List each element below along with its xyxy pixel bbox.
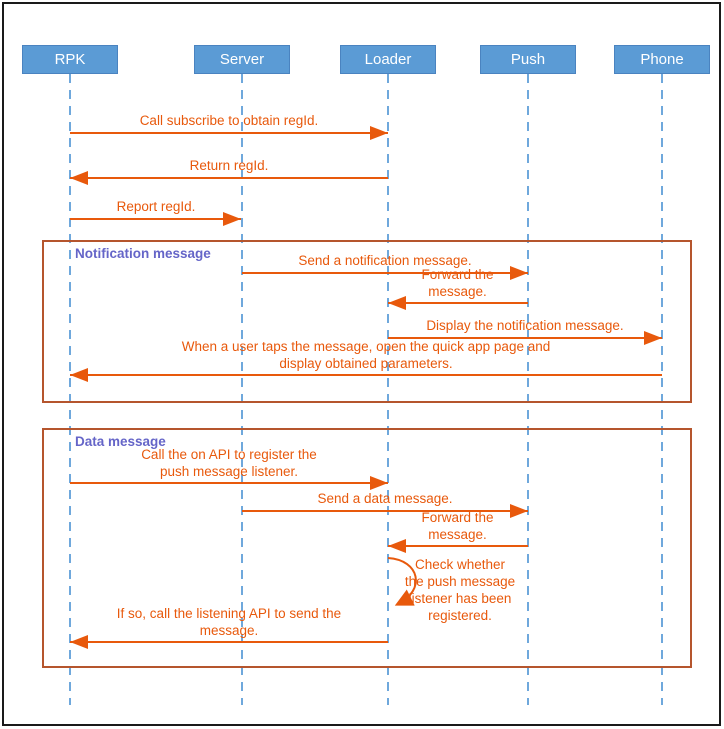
lifeline-phone [661,74,663,705]
lifeline-server [241,74,243,705]
message-line [70,374,662,376]
message-line [388,302,528,304]
arrowhead-left-icon [70,635,88,649]
arrowhead-right-icon [510,266,528,280]
arrowhead-right-icon [644,331,662,345]
message-line [70,218,241,220]
arrowhead-left-icon [388,296,406,310]
message-label: Forward the message. [421,267,494,299]
arrowhead-right-icon [223,212,241,226]
arrowhead-right-icon [370,476,388,490]
actor-box-rpk: RPK [22,45,118,74]
frame-notification [42,240,692,403]
message-label: Report regId. [116,199,196,214]
lifeline-loader [387,74,389,705]
actor-box-server: Server [194,45,290,74]
arrowhead-left-icon [388,539,406,553]
message-line [70,132,388,134]
lifeline-push [527,74,529,705]
lifeline-rpk [69,74,71,705]
message-label: Send a data message. [317,491,453,506]
arrowhead-right-icon [510,504,528,518]
arrowhead-left-icon [70,171,88,185]
frame-title-notification: Notification message [75,246,211,261]
actor-box-loader: Loader [340,45,436,74]
frame-data [42,428,692,668]
message-label: Send a notification message. [298,253,472,268]
message-label: Call subscribe to obtain regId. [139,113,319,128]
message-line [388,545,528,547]
message-line [388,337,662,339]
actor-box-push: Push [480,45,576,74]
self-message-loop-icon [387,557,417,606]
arrowhead-right-icon [370,126,388,140]
frame-title-data: Data message [75,434,166,449]
message-label: Forward the message. [421,510,494,542]
message-label: Return regId. [189,158,269,173]
message-label: Display the notification message. [426,318,624,333]
message-line [70,177,388,179]
actor-box-phone: Phone [614,45,710,74]
message-label: Call the on API to register the push mes… [141,447,317,479]
arrowhead-left-icon [70,368,88,382]
message-line [242,510,528,512]
message-label: If so, call the listening API to send th… [116,606,342,638]
message-line [70,482,388,484]
message-line [242,272,528,274]
message-label: When a user taps the message, open the q… [181,339,551,371]
message-label: Check whether the push message listener … [404,557,516,623]
message-line [70,641,388,643]
